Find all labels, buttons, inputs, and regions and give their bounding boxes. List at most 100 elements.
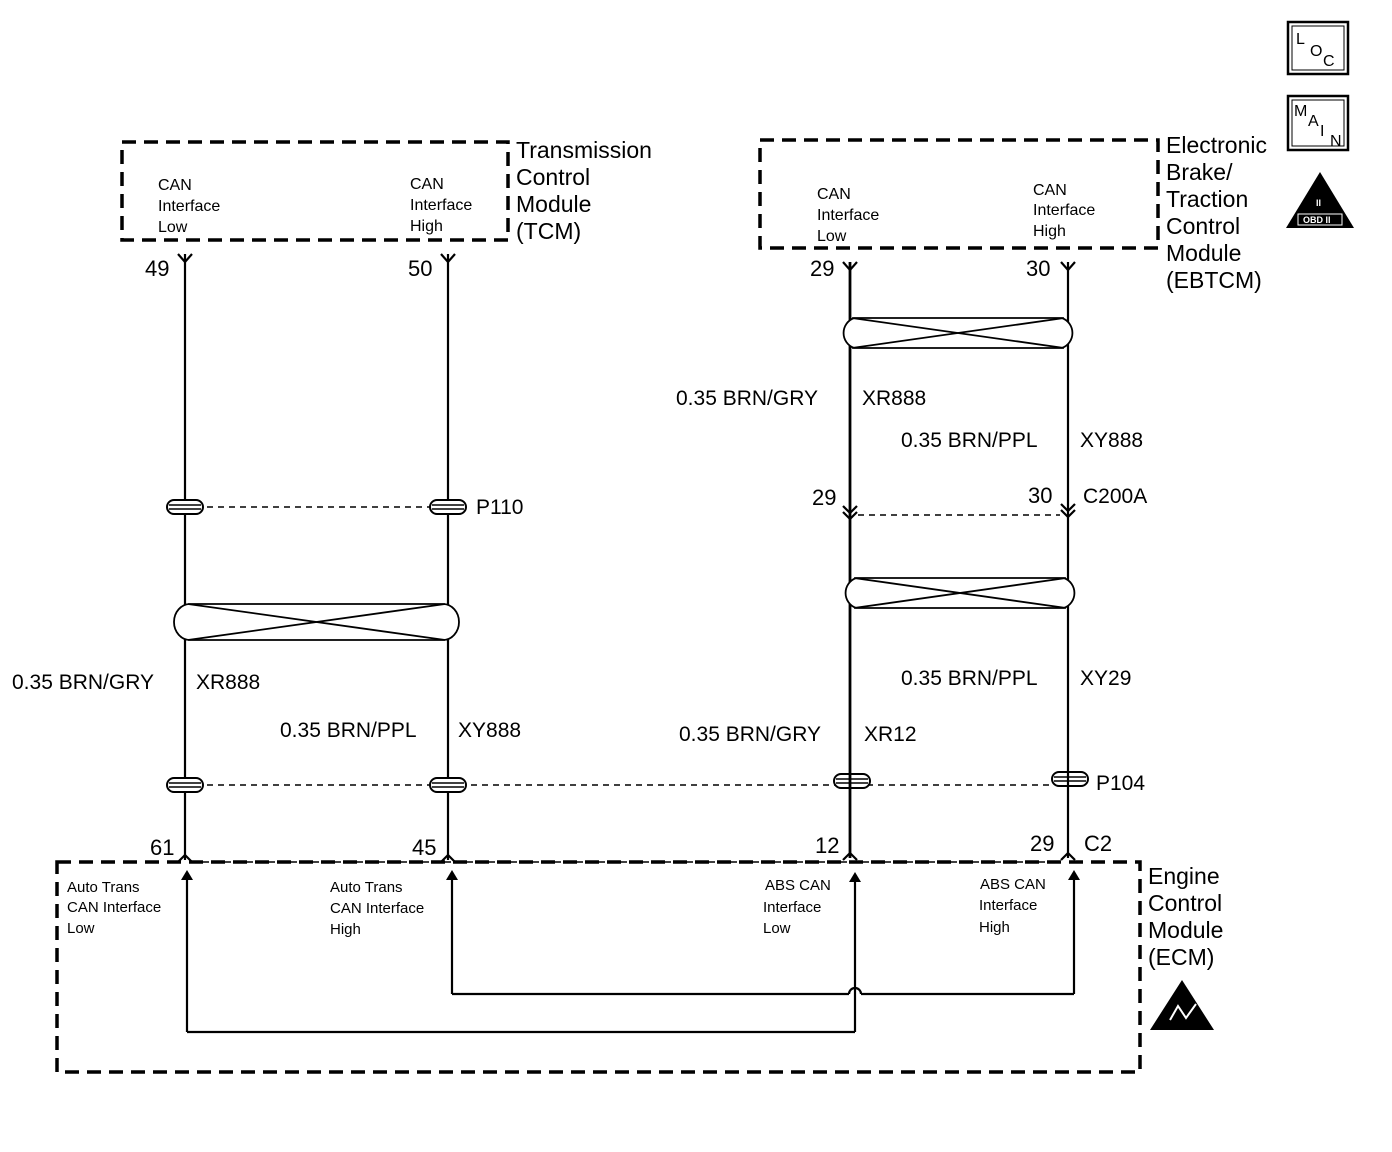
ebtcm-pin-low: 29 (810, 256, 834, 281)
ebtcm-box (758, 138, 1160, 250)
svg-text:Engine: Engine (1148, 863, 1220, 889)
svg-text:Control: Control (516, 164, 590, 190)
ebtcm-title: Electronic Brake/ Traction Control Modul… (1166, 132, 1267, 293)
tcm-pin-low: 49 (145, 256, 169, 281)
p110-splice-high (429, 499, 467, 515)
ecm-internal-routing (187, 882, 1074, 1034)
tcm-twisted-pair (173, 603, 460, 641)
main-icon[interactable]: M A I N (1286, 94, 1350, 152)
svg-text:Control: Control (1166, 213, 1240, 239)
svg-text:ABS CAN: ABS CAN (765, 877, 831, 894)
tcm-pin-low-terminal (177, 253, 193, 264)
p110-splice-low (166, 499, 204, 515)
ecm-box (55, 860, 1142, 1074)
ecm-auto-trans-low-label: Auto Trans CAN Interface Low (67, 879, 161, 937)
ecm-abs-can-high-label: ABS CAN Interface High (979, 876, 1046, 936)
tcm-high-wire-color: 0.35 BRN/PPL (280, 719, 417, 742)
ebtcm-can-low-label: CAN Interface Low (817, 186, 879, 245)
eb-high-top-wire-circuit: XY888 (1080, 429, 1143, 452)
tcm-can-high-label: CAN Interface High (410, 176, 472, 235)
main-letter-i: I (1320, 123, 1324, 140)
tcm-can-low-label: CAN Interface Low (158, 177, 220, 236)
svg-text:Interface: Interface (817, 207, 879, 224)
ecm-auto-trans-high-label: Auto Trans CAN Interface High (330, 879, 424, 938)
svg-text:Low: Low (763, 920, 791, 937)
splice-tcm-low-bottom (166, 777, 204, 793)
ecm-title: Engine Control Module (ECM) (1148, 863, 1223, 970)
svg-text:CAN: CAN (1033, 182, 1067, 199)
svg-text:Interface: Interface (979, 897, 1037, 914)
ecm-internal-arrows (181, 870, 1080, 1032)
eb-high-bottom-wire-color: 0.35 BRN/PPL (901, 667, 1038, 690)
ecm-pin-29: 29 (1030, 831, 1054, 856)
ebtcm-twisted-pair-top (842, 317, 1074, 349)
svg-text:High: High (1033, 223, 1066, 240)
splice-tcm-high-bottom (429, 777, 467, 793)
svg-text:Interface: Interface (763, 899, 821, 916)
eb-low-bottom-wire-circuit: XR12 (864, 723, 917, 746)
tcm-title: Transmission Control Module (TCM) (516, 137, 652, 244)
svg-text:High: High (979, 919, 1010, 936)
svg-text:Transmission: Transmission (516, 137, 652, 163)
eb-high-bottom-wire-circuit: XY29 (1080, 667, 1131, 690)
tcm-low-wire-circuit: XR888 (196, 671, 260, 694)
svg-text:Module: Module (1148, 917, 1223, 943)
obd-roman-label: II (1316, 198, 1321, 208)
svg-text:Interface: Interface (1033, 202, 1095, 219)
obd-ii-icon[interactable]: II OBD II (1286, 172, 1354, 228)
tcm-pin-high: 50 (408, 256, 432, 281)
svg-text:(EBTCM): (EBTCM) (1166, 267, 1262, 293)
obd-label: OBD II (1303, 215, 1331, 225)
c200a-pin-high: 30 (1028, 483, 1052, 508)
svg-text:(TCM): (TCM) (516, 218, 581, 244)
ebtcm-pin-high-terminal (1060, 261, 1076, 272)
svg-text:CAN: CAN (158, 177, 192, 194)
c200a-connector (842, 503, 1076, 521)
c200a-pin-low: 29 (812, 485, 836, 510)
ecm-pin-61: 61 (150, 835, 174, 860)
svg-text:CAN Interface: CAN Interface (67, 899, 161, 916)
ecm-abs-can-low-label: ABS CAN Interface Low (763, 877, 831, 937)
ebtcm-can-high-label: CAN Interface High (1033, 182, 1095, 240)
svg-text:CAN: CAN (410, 176, 444, 193)
ecm-terminals (177, 851, 1076, 863)
loc-letter-l: L (1296, 31, 1305, 48)
eb-high-top-wire-color: 0.35 BRN/PPL (901, 429, 1038, 452)
p110-label: P110 (476, 496, 524, 519)
svg-text:High: High (330, 921, 361, 938)
svg-text:ABS CAN: ABS CAN (980, 876, 1046, 893)
svg-text:CAN: CAN (817, 186, 851, 203)
tcm-high-wire-circuit: XY888 (458, 719, 521, 742)
c200a-label: C200A (1083, 485, 1147, 508)
svg-text:Low: Low (67, 920, 95, 937)
svg-text:Electronic: Electronic (1166, 132, 1267, 158)
svg-text:Module: Module (1166, 240, 1241, 266)
ecm-pin-45: 45 (412, 835, 436, 860)
splice-eb-low-bottom (833, 773, 871, 789)
loc-letter-o: O (1310, 43, 1322, 60)
eb-low-bottom-wire-color: 0.35 BRN/GRY (679, 723, 821, 746)
svg-text:Interface: Interface (410, 197, 472, 214)
svg-text:Module: Module (516, 191, 591, 217)
svg-text:(ECM): (ECM) (1148, 944, 1214, 970)
svg-text:Control: Control (1148, 890, 1222, 916)
svg-text:Auto Trans: Auto Trans (67, 879, 140, 896)
main-letter-a: A (1308, 113, 1319, 130)
svg-text:High: High (410, 218, 443, 235)
ebtcm-twisted-pair-bottom (844, 577, 1076, 609)
svg-text:Traction: Traction (1166, 186, 1248, 212)
tcm-low-wire-color: 0.35 BRN/GRY (12, 671, 154, 694)
svg-text:Auto Trans: Auto Trans (330, 879, 403, 896)
svg-text:Low: Low (817, 228, 847, 245)
loc-icon[interactable]: L O C (1286, 20, 1350, 76)
tcm-pin-high-terminal (440, 253, 456, 264)
svg-text:Brake/: Brake/ (1166, 159, 1233, 185)
svg-text:Low: Low (158, 219, 188, 236)
eb-low-top-wire-circuit: XR888 (862, 387, 926, 410)
main-letter-m: M (1294, 103, 1307, 120)
svg-text:CAN Interface: CAN Interface (330, 900, 424, 917)
main-letter-n: N (1330, 133, 1342, 150)
ebtcm-pin-low-terminal (842, 261, 858, 272)
loc-letter-c: C (1323, 53, 1335, 70)
